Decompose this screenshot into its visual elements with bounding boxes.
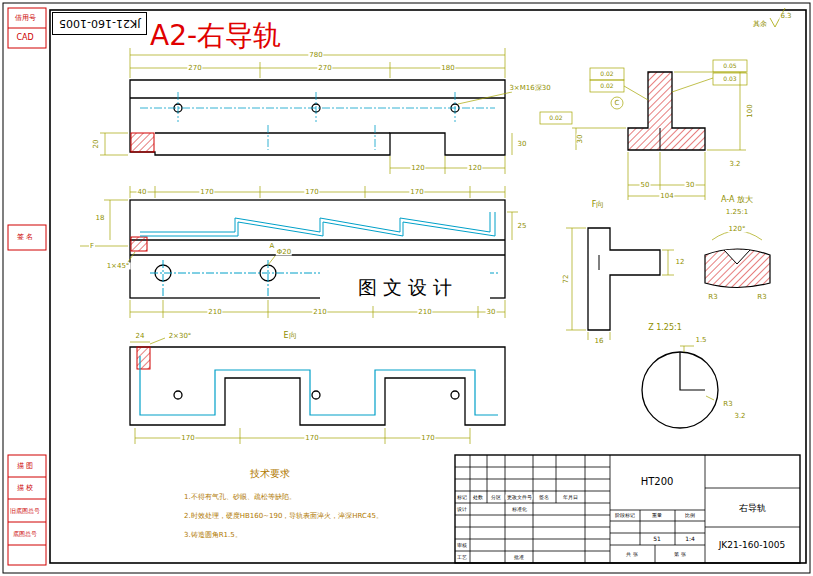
dimension-text: 1×45° xyxy=(106,263,131,270)
dimension-text: 24 xyxy=(135,333,146,340)
dimension-text: 170 xyxy=(420,435,435,442)
dimension-text: 270 xyxy=(187,65,202,72)
dimension-text: 12 xyxy=(675,259,686,266)
dimension-text: 780 xyxy=(308,52,323,59)
note-text: 1.不得有气孔、砂眼、疏松等缺陷。 xyxy=(183,494,297,501)
scale-label: 1.25:1 xyxy=(725,209,749,216)
view-letter: F xyxy=(89,243,95,250)
roughness-value: 3.2 xyxy=(728,161,741,168)
register-label: 借用号 xyxy=(14,15,37,22)
material-cell: HT200 xyxy=(640,477,675,487)
dimension-text: 210 xyxy=(312,309,327,316)
table-cell: 比例 xyxy=(684,513,696,518)
dimension-text: 30 xyxy=(685,182,696,189)
table-cell: 签名 xyxy=(538,495,550,500)
roughness-value: 6.3 xyxy=(779,13,792,20)
dimension-text: 50 xyxy=(640,182,651,189)
register-label: 签 名 xyxy=(16,234,34,241)
view-label: Z 1.25:1 xyxy=(647,324,683,332)
datum-letter: C xyxy=(614,100,621,107)
roughness-value: 3.2 xyxy=(733,413,746,420)
dimension-text: 104 xyxy=(659,193,674,200)
dimension-text: 25 xyxy=(517,223,528,230)
register-label: 旧底图总号 xyxy=(9,508,41,514)
note-text: 2.时效处理，硬度HB160~190，导轨表面淬火，淬深HRC45。 xyxy=(183,513,384,520)
table-cell: 分区 xyxy=(490,495,502,500)
dimension-text: 120° xyxy=(728,226,747,233)
node-text: JK21-160-1005 xyxy=(59,18,140,29)
dimension-text: Φ20 xyxy=(276,249,292,256)
dimension-text: 210 xyxy=(417,309,432,316)
dimension-text: 170 xyxy=(199,189,214,196)
dimension-text: 30 xyxy=(517,141,528,148)
dimension-text: 180 xyxy=(440,65,455,72)
dimension-text: 40 xyxy=(137,189,148,196)
table-cell: 年月日 xyxy=(562,495,579,500)
dimension-text: 120 xyxy=(410,165,425,172)
table-cell: 1:4 xyxy=(684,536,696,542)
dimension-text: 100 xyxy=(747,103,754,118)
table-cell: 共 张 xyxy=(625,552,639,557)
dimension-text: 20 xyxy=(93,139,100,150)
view-label: E向 xyxy=(282,332,297,340)
table-cell: 阶段标记 xyxy=(614,513,636,518)
table-cell: 处数 xyxy=(472,495,484,500)
notes-heading: 技术要求 xyxy=(249,469,291,479)
dimension-text: 18 xyxy=(95,215,106,222)
table-cell: 重量 xyxy=(651,513,663,518)
register-label: CAD xyxy=(15,34,34,42)
table-cell: 标准化 xyxy=(511,507,528,512)
register-label: 描 校 xyxy=(16,485,34,492)
dimension-text: 170 xyxy=(409,189,424,196)
callout-text: 3×M16深30 xyxy=(508,85,551,92)
tolerance-value: 0.02 xyxy=(599,71,614,77)
note-text: 3.铸造圆角R1.5。 xyxy=(183,532,243,539)
tolerance-value: 0.02 xyxy=(599,83,614,89)
table-cell: 设计 xyxy=(456,507,468,512)
table-cell: 更改文件号 xyxy=(506,495,533,500)
dimension-text: 210 xyxy=(207,309,222,316)
table-cell: 批准 xyxy=(513,555,525,560)
drawing-number-box: JK21-160-1005 xyxy=(52,12,147,35)
view-label: F向 xyxy=(591,201,606,209)
table-cell: 51 xyxy=(652,536,662,542)
dimension-text: 120 xyxy=(467,165,482,172)
roughness-note: 其余 xyxy=(752,21,768,28)
dimension-text: 2×30° xyxy=(168,333,193,340)
dimension-text: 30 xyxy=(577,134,584,145)
dimension-text: R3 xyxy=(707,294,718,301)
tolerance-value: 0.03 xyxy=(722,76,737,82)
register-label: 描 图 xyxy=(16,463,34,470)
tolerance-value: 0.02 xyxy=(548,115,563,121)
table-cell: 工艺 xyxy=(456,555,468,560)
dimension-text: 170 xyxy=(304,435,319,442)
dimension-text: 170 xyxy=(180,435,195,442)
part-name-cell: 右导轨 xyxy=(738,504,767,513)
table-cell: 审核 xyxy=(456,543,468,548)
dimension-text: 270 xyxy=(317,65,332,72)
dimension-text: R3 xyxy=(756,294,767,301)
table-cell: 第 张 xyxy=(673,552,687,557)
register-label: 底图总号 xyxy=(12,531,38,537)
table-cell: 标记 xyxy=(456,495,468,500)
dimension-text: 1.5 xyxy=(694,337,707,344)
section-letter: A xyxy=(269,243,276,250)
dimension-text: 30 xyxy=(486,309,497,316)
watermark-box: 图 文 设 计 xyxy=(320,268,490,306)
view-label: A-A 放大 xyxy=(720,196,754,204)
node-text: 图 文 设 计 xyxy=(358,278,452,297)
drawing-title: A2-右导轨 xyxy=(150,22,281,50)
dimension-text: 170 xyxy=(304,189,319,196)
dimension-text: 72 xyxy=(563,274,570,285)
drawing-number-cell: JK21-160-1005 xyxy=(718,541,787,550)
dimension-text: 16 xyxy=(594,338,605,345)
dimension-text: R3 xyxy=(722,401,733,408)
tolerance-value: 0.05 xyxy=(722,63,737,69)
